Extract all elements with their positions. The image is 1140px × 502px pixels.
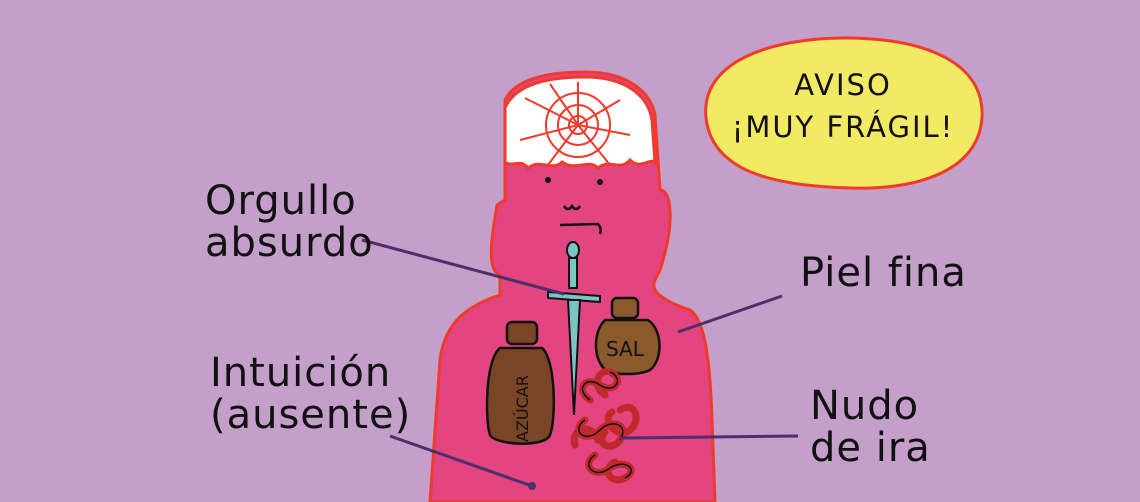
warning-bubble <box>704 36 984 190</box>
salt-jar-label: SAL <box>606 337 645 361</box>
sugar-jar-icon <box>485 320 556 445</box>
nose <box>562 203 582 211</box>
pride-label-line-2: absurdo <box>205 220 374 266</box>
anger-knot-label-line-2: de ira <box>810 425 931 471</box>
warning-text: AVISO ¡MUY FRÁGIL! <box>712 64 974 148</box>
warning-line-1: AVISO <box>794 68 892 102</box>
anger-knot-outline <box>578 371 632 479</box>
sword-icon <box>547 241 601 416</box>
sugar-jar-label: AZÚCAR <box>513 375 532 442</box>
right-eye <box>597 179 603 185</box>
pride-leader-line <box>361 238 565 296</box>
spider-web-icon <box>519 82 631 166</box>
intuition-leader-line <box>389 434 533 488</box>
intuition-label: Intuición (ausente) <box>210 352 411 436</box>
left-eye <box>545 177 551 183</box>
brain-web-cap <box>503 75 657 171</box>
anger-leader-line <box>619 434 799 440</box>
salt-jar-icon <box>594 296 661 376</box>
warning-line-2: ¡MUY FRÁGIL! <box>731 110 955 145</box>
pride-label-line-1: Orgullo <box>205 178 357 224</box>
intuition-label-line-1: Intuición <box>210 350 392 396</box>
mouth <box>559 222 602 235</box>
skin-leader-line <box>677 294 783 334</box>
pride-label: Orgullo absurdo <box>205 180 374 264</box>
anger-knot-label: Nudo de ira <box>810 385 931 469</box>
thin-skin-label: Piel fina <box>800 252 967 294</box>
intuition-leader-dot <box>528 482 536 490</box>
anger-knot-label-line-1: Nudo <box>810 383 920 429</box>
thin-skin-label-line-1: Piel fina <box>800 250 967 296</box>
intuition-label-line-2: (ausente) <box>210 392 412 438</box>
